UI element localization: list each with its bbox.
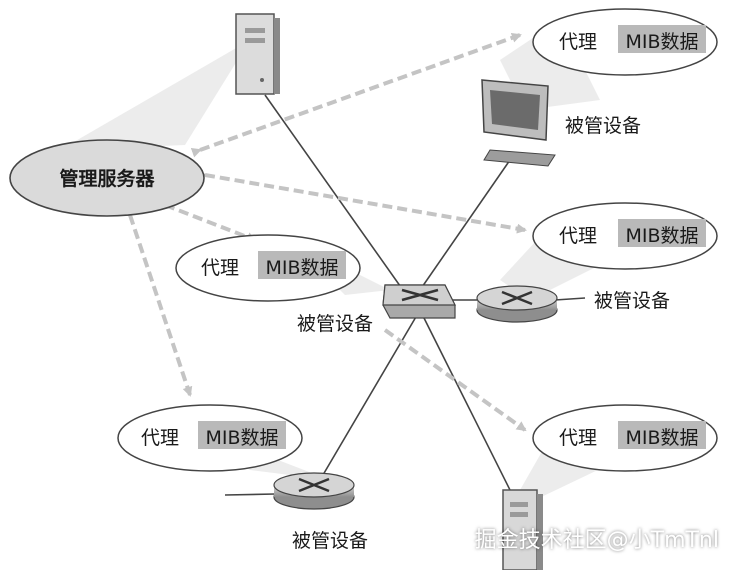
managed-device-label: 被管设备 [594,290,670,312]
router-icon: 被管设备 [273,472,368,552]
agent-node-lower-right: 代理 MIB数据 [532,404,718,472]
switch-icon: 被管设备 [297,284,456,335]
agent-mib-label: MIB数据 [205,427,278,449]
agent-node-lower-left: 代理 MIB数据 [117,404,303,472]
router-icon: 被管设备 [476,285,670,323]
managed-device-label: 被管设备 [297,313,373,335]
managed-device-label: 被管设备 [292,530,368,552]
management-server-tower-icon [235,13,280,95]
server-tower-icon [502,489,543,570]
desktop-computer-icon: 被管设备 [481,79,641,167]
manager-label: 管理服务器 [59,167,155,190]
agent-mib-label: MIB数据 [265,257,338,279]
agent-node-mid-right: 代理 MIB数据 [532,202,718,270]
agent-proxy-label: 代理 [559,31,597,53]
management-arrows [122,33,527,432]
agent-mib-label: MIB数据 [625,31,698,53]
agent-mib-label: MIB数据 [625,427,698,449]
watermark: 掘金技术社区@小TmTnl [474,528,719,553]
agent-proxy-label: 代理 [201,257,239,279]
agent-proxy-label: 代理 [141,427,179,449]
agent-node-top-right: 代理 MIB数据 [532,8,718,76]
agent-proxy-label: 代理 [559,427,597,449]
agent-proxy-label: 代理 [559,225,597,247]
agent-mib-label: MIB数据 [625,225,698,247]
management-server-node: 管理服务器 [9,139,205,217]
agent-node-center-left: 代理 MIB数据 [175,234,361,302]
managed-device-label: 被管设备 [565,115,641,137]
